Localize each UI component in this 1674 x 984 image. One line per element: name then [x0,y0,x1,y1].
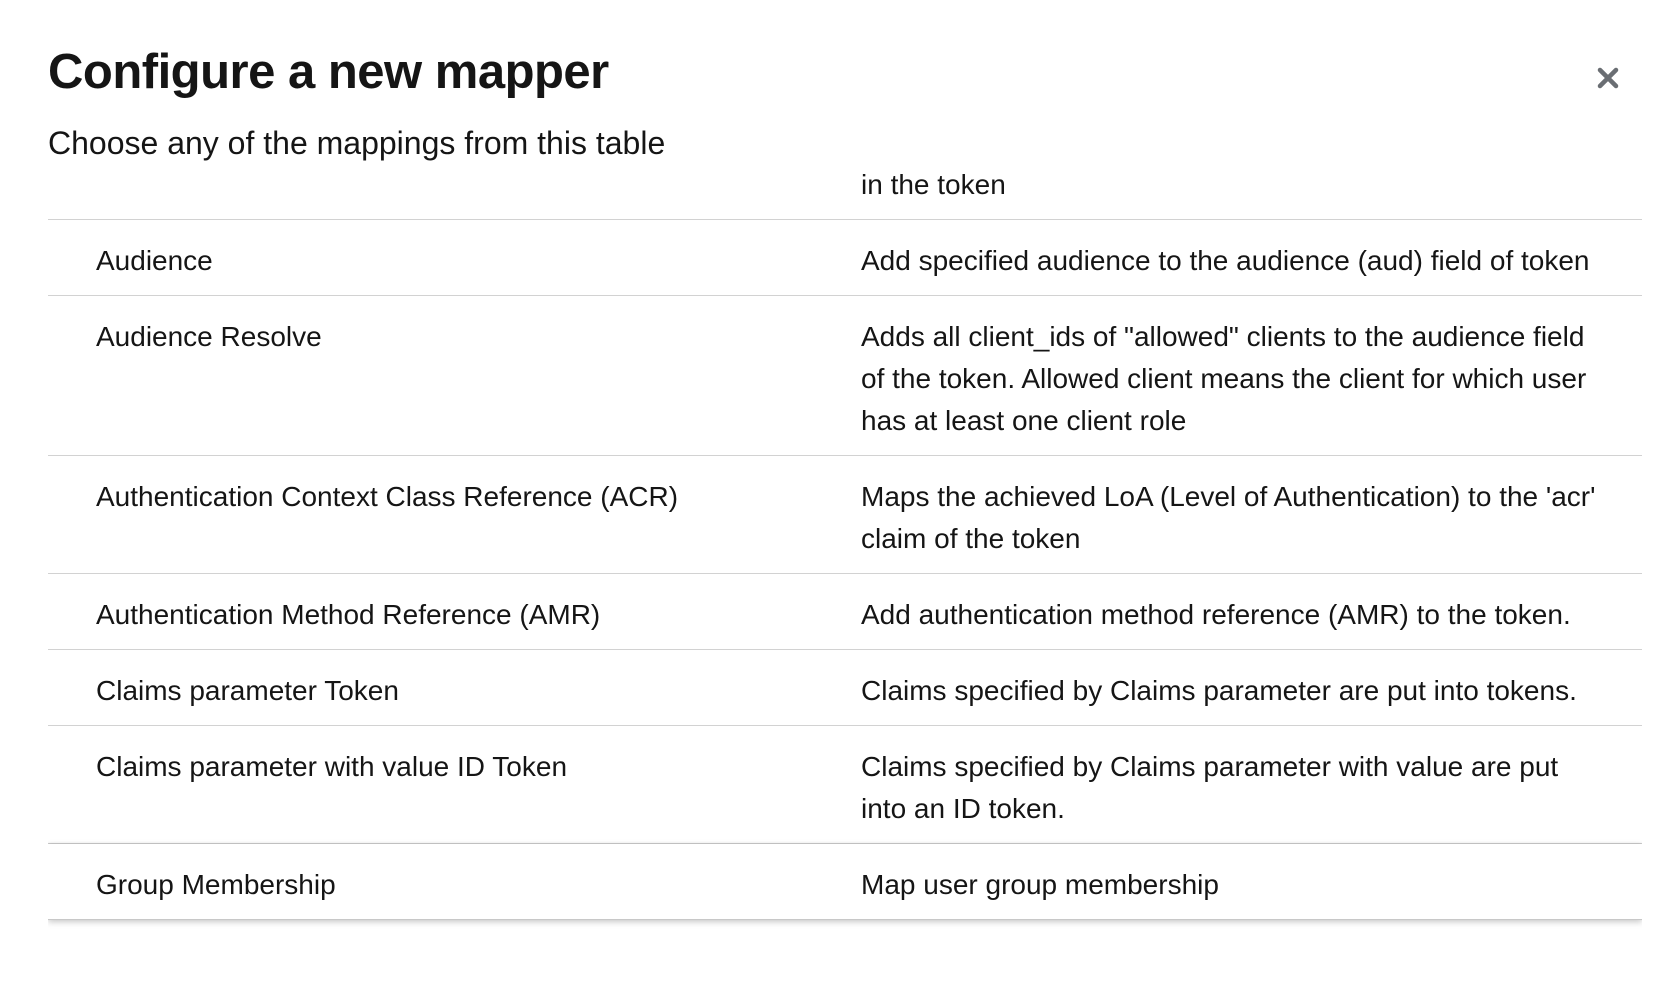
mapper-name: Authentication Context Class Reference (… [96,481,679,512]
mapper-table[interactable]: in the token Audience Add specified audi… [48,158,1642,984]
mapper-description: Claims specified by Claims parameter are… [861,675,1577,706]
mapper-name: Authentication Method Reference (AMR) [96,599,601,630]
mapper-name: Claims parameter with value ID Token [96,751,568,782]
table-row[interactable]: Audience Resolve Adds all client_ids of … [48,296,1642,456]
mapper-name: Group Membership [96,869,336,900]
close-button[interactable] [1582,52,1634,104]
table-row[interactable]: Audience Add specified audience to the a… [48,220,1642,296]
mapper-name: Audience Resolve [96,321,322,352]
mapper-description: Add specified audience to the audience (… [861,245,1590,276]
table-row[interactable]: Claims parameter Token Claims specified … [48,650,1642,726]
modal-title: Configure a new mapper [48,45,609,99]
modal-description: Choose any of the mappings from this tab… [48,125,666,161]
table-row[interactable]: in the token [48,158,1642,220]
mapper-name: Claims parameter Token [96,675,399,706]
table-row[interactable]: Group Membership Map user group membersh… [48,844,1642,920]
mapper-description: Maps the achieved LoA (Level of Authenti… [861,481,1596,554]
mapper-description: Adds all client_ids of "allowed" clients… [861,321,1587,436]
mapper-description: Map user group membership [861,869,1219,900]
mapper-name: Audience [96,245,213,276]
mapper-description: Claims specified by Claims parameter wit… [861,751,1559,824]
close-icon [1597,67,1619,89]
mapper-description: in the token [861,169,1006,200]
table-row[interactable]: Claims parameter with value ID Token Cla… [48,726,1642,844]
table-row[interactable]: Authentication Context Class Reference (… [48,456,1642,574]
table-row[interactable]: Authentication Method Reference (AMR) Ad… [48,574,1642,650]
mapper-description: Add authentication method reference (AMR… [861,599,1571,630]
